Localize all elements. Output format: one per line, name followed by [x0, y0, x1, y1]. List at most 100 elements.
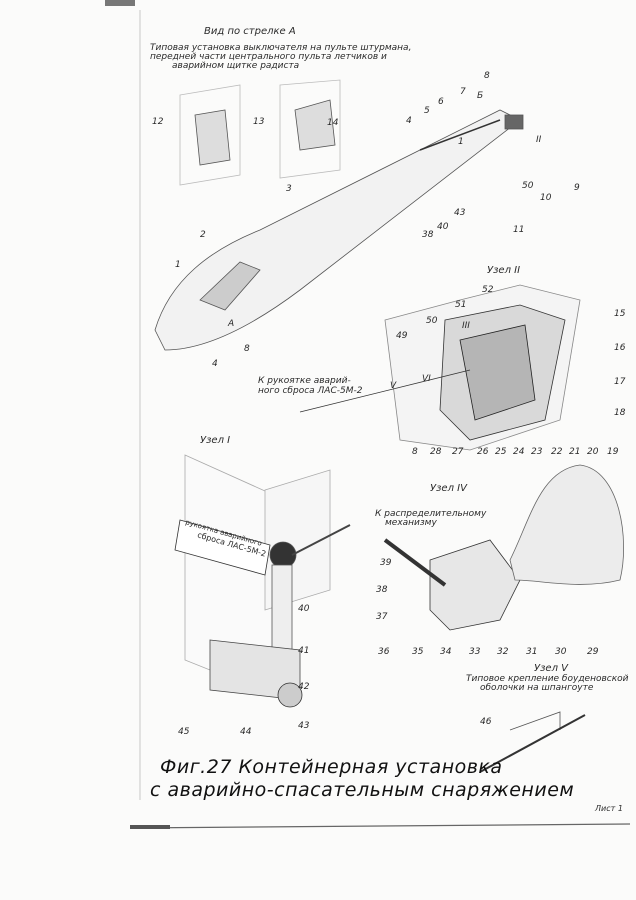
parachute-canopy [509, 464, 625, 585]
switch-12 [194, 109, 231, 166]
scan-mark-bottom [130, 825, 170, 829]
callout: 8 [244, 344, 250, 354]
callout: 32 [497, 647, 509, 657]
frame-bottom-line [129, 823, 631, 829]
callout: 40 [298, 604, 310, 614]
callout: 35 [412, 647, 424, 657]
callout: 3 [286, 184, 292, 194]
callout: 30 [555, 647, 567, 657]
figure-caption-line-1: Фиг.27 Контейнерная установка [160, 756, 503, 778]
callout: 43 [454, 208, 466, 218]
callout: 11 [513, 225, 525, 235]
callout: 40 [437, 222, 449, 232]
callout: 49 [396, 331, 408, 341]
callout: 24 [513, 447, 525, 457]
callout: 23 [531, 447, 543, 457]
node-5-note-2: оболочки на шпангоуте [480, 683, 594, 693]
callout: 33 [469, 647, 481, 657]
callout: 14 [327, 118, 339, 128]
panel-12 [179, 84, 241, 186]
node-4-note-1: К распределительному [375, 509, 487, 519]
view-note-1: Типовая установка выключателя на пульте … [150, 43, 412, 53]
callout: 8 [484, 71, 490, 81]
node-2-cable [299, 369, 471, 413]
node-2-pack [459, 324, 536, 421]
callout: 52 [482, 285, 494, 295]
callout: Б [477, 91, 484, 101]
cockpit-block [199, 261, 261, 311]
callout: 9 [574, 183, 580, 193]
callout: 2 [200, 230, 206, 240]
callout: 46 [480, 717, 492, 727]
callout: 31 [526, 647, 538, 657]
container-box [504, 114, 524, 130]
node-5-title: Узел V [534, 663, 568, 674]
callout: 22 [551, 447, 563, 457]
cable-run [419, 119, 501, 151]
callout: 27 [452, 447, 464, 457]
panel-13 [279, 79, 341, 179]
callout: 1 [458, 137, 464, 147]
callout: 26 [477, 447, 489, 457]
callout: 18 [614, 408, 626, 418]
node-2-title: Узел II [487, 265, 521, 276]
figure-caption-line-2: с аварийно-спасательным снаряжением [150, 779, 575, 801]
callout: 13 [253, 117, 265, 127]
view-title: Вид по стрелке А [204, 26, 296, 37]
callout: 10 [540, 193, 552, 203]
callout: 38 [376, 585, 388, 595]
callout: 12 [152, 117, 164, 127]
callout: VI [422, 374, 431, 384]
node-1-cable [291, 524, 351, 556]
node-4-title: Узел IV [430, 483, 467, 494]
callout: 4 [406, 116, 412, 126]
switch-13 [294, 99, 336, 151]
view-note-3: аварийном щитке радиста [172, 61, 300, 71]
callout: 21 [569, 447, 581, 457]
callout: 8 [412, 447, 418, 457]
callout: III [462, 321, 470, 331]
callout: 17 [614, 377, 626, 387]
callout: 50 [522, 181, 534, 191]
callout: 38 [422, 230, 434, 240]
callout: II [536, 135, 542, 145]
callout: 45 [178, 727, 190, 737]
callout: 4 [212, 359, 218, 369]
node-5-bracket [509, 711, 561, 731]
node-4-rod [383, 538, 447, 587]
scan-mark-top [105, 0, 135, 6]
callout: 20 [587, 447, 599, 457]
callout: 7 [460, 87, 466, 97]
callout: 6 [438, 97, 444, 107]
node-2-note-1: К рукоятке аварий- [258, 376, 351, 386]
callout: 34 [440, 647, 452, 657]
callout: 16 [614, 343, 626, 353]
callout: A [228, 319, 235, 329]
callout: 15 [614, 309, 626, 319]
callout: 51 [455, 300, 467, 310]
callout: 28 [430, 447, 442, 457]
node-1-title: Узел I [200, 435, 231, 446]
placard [174, 519, 271, 576]
node-5-note-1: Типовое крепление боуденовской [466, 674, 629, 684]
node-5-cable [479, 714, 586, 773]
view-note-2: передней части центрального пульта летчи… [150, 52, 387, 62]
handle-pivot [277, 682, 303, 708]
callout: 50 [426, 316, 438, 326]
sheet-number: Лист 1 [595, 804, 623, 813]
callout: 39 [380, 558, 392, 568]
node-2-note-2: ного сброса ЛАС-5М-2 [258, 386, 363, 396]
callout: 25 [495, 447, 507, 457]
callout: 42 [298, 682, 310, 692]
callout: 19 [607, 447, 619, 457]
node-4-note-2: механизму [385, 518, 437, 528]
callout: 36 [378, 647, 390, 657]
node-4-housing [429, 539, 521, 631]
callout: 44 [240, 727, 252, 737]
callout: 43 [298, 721, 310, 731]
callout: V [390, 381, 397, 391]
callout: 37 [376, 612, 388, 622]
callout: 41 [298, 646, 310, 656]
callout: 29 [587, 647, 599, 657]
